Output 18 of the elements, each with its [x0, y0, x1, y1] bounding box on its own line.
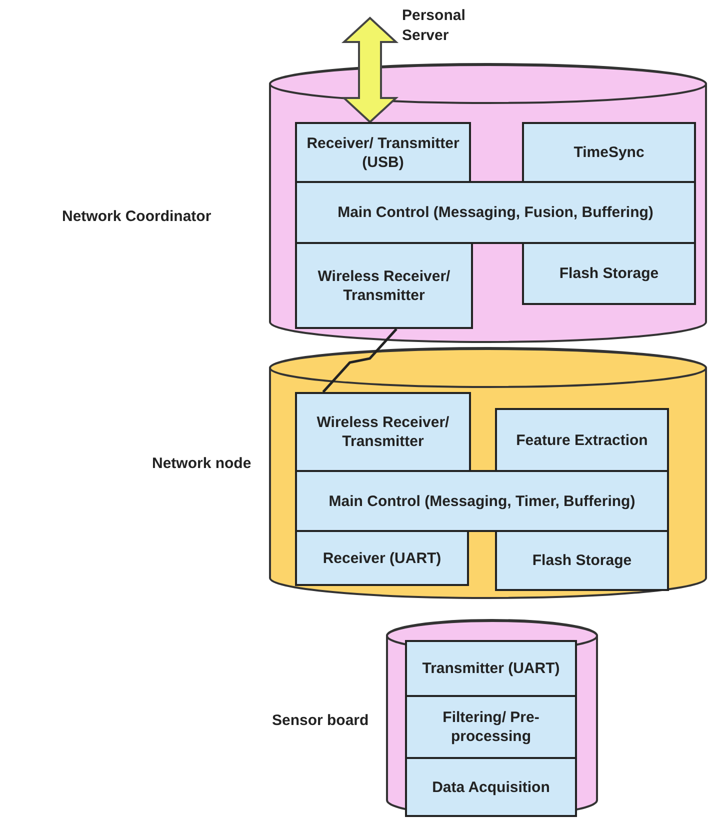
- module-box: Wireless Receiver/ Transmitter: [295, 392, 471, 472]
- module-box: Wireless Receiver/ Transmitter: [295, 242, 473, 329]
- module-box: Feature Extraction: [495, 408, 669, 472]
- module-box: Flash Storage: [522, 242, 696, 305]
- module-box: Receiver/ Transmitter (USB): [295, 122, 471, 183]
- module-box: Transmitter (UART): [405, 640, 577, 697]
- module-box: Receiver (UART): [295, 530, 469, 586]
- double-arrow: [341, 16, 399, 124]
- layer-label: Network node: [152, 455, 252, 472]
- module-box: TimeSync: [522, 122, 696, 183]
- module-box: Main Control (Messaging, Fusion, Buffering): [295, 181, 696, 244]
- layer-label: Sensor board: [272, 712, 369, 729]
- module-box: Data Acquisition: [405, 757, 577, 817]
- module-box: Filtering/ Pre-processing: [405, 695, 577, 759]
- module-box: Flash Storage: [495, 530, 669, 591]
- endpoint-label: Personal Server: [402, 6, 482, 48]
- module-box: Main Control (Messaging, Timer, Buffering): [295, 470, 669, 532]
- layer-label: Network Coordinator: [62, 208, 212, 225]
